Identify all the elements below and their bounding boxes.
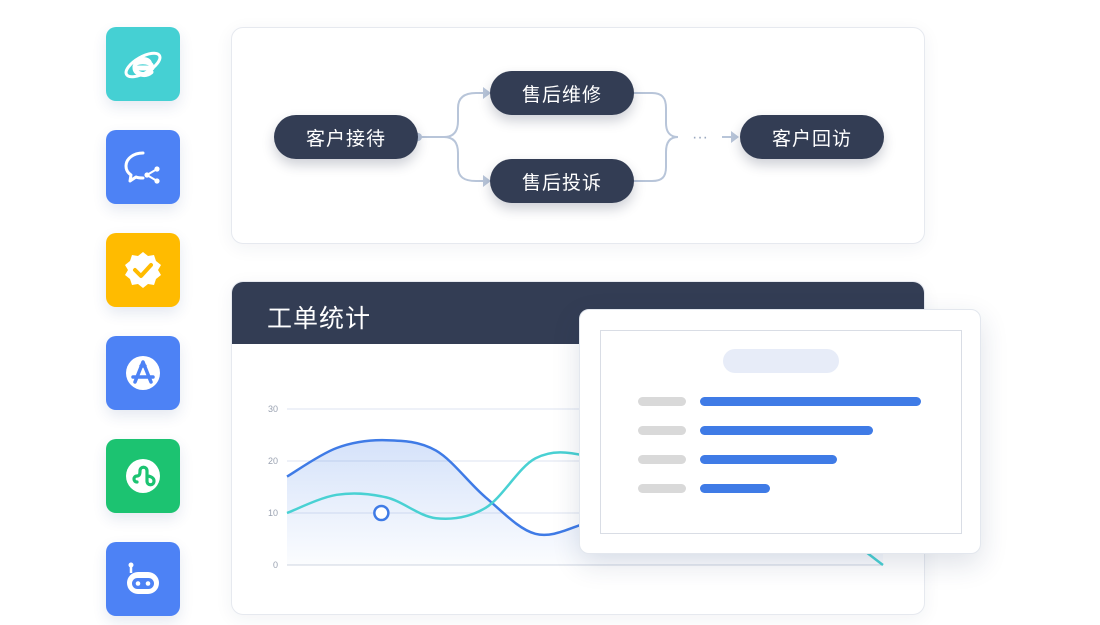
- y-tick-label: 20: [268, 456, 278, 466]
- connector-bottom-out: [634, 136, 679, 182]
- connector-start-top: [418, 92, 484, 138]
- arrow-bottom: [483, 175, 491, 187]
- popup-title-placeholder: [723, 349, 839, 373]
- popup-row-label-placeholder: [638, 455, 686, 464]
- robot-icon: [127, 562, 159, 594]
- popup-row-bar: [700, 397, 921, 406]
- chat-share-tile[interactable]: [106, 130, 180, 204]
- popup-row-bar: [700, 484, 770, 493]
- data-point-marker[interactable]: [373, 504, 390, 522]
- connector-start-bottom: [418, 136, 484, 182]
- arrow-top: [483, 87, 491, 99]
- stats-title: 工单统计: [267, 305, 372, 333]
- mini-program-icon: [126, 459, 160, 493]
- flow-node-bottom[interactable]: 售后投诉: [490, 159, 634, 203]
- connector-top-out: [634, 92, 679, 138]
- y-tick-label: 10: [268, 508, 278, 518]
- flow-ellipsis: ···: [692, 129, 708, 146]
- chat-share-icon: [124, 151, 160, 184]
- flow-node-top[interactable]: 售后维修: [490, 71, 634, 115]
- mini-program-tile[interactable]: [106, 439, 180, 513]
- ie-browser-tile[interactable]: [106, 27, 180, 101]
- popup-row-label-placeholder: [638, 397, 686, 406]
- popup-row-label-placeholder: [638, 484, 686, 493]
- app-store-tile[interactable]: [106, 336, 180, 410]
- y-tick-label: 0: [273, 560, 278, 570]
- popup-row-bar: [700, 426, 873, 435]
- ie-browser-icon: [124, 51, 162, 79]
- detail-popup-frame: [600, 330, 962, 534]
- robot-tile[interactable]: [106, 542, 180, 616]
- popup-row-label-placeholder: [638, 426, 686, 435]
- popup-row-bar: [700, 455, 837, 464]
- arrow-end: [731, 131, 739, 143]
- flow-node-start[interactable]: 客户接待: [274, 115, 418, 159]
- verified-badge-icon: [125, 252, 161, 288]
- workflow-card: ··· 客户接待 售后维修 售后投诉 客户回访: [231, 27, 925, 244]
- flow-connectors: ···: [414, 87, 739, 187]
- detail-popup: [579, 309, 981, 554]
- app-store-icon: [126, 356, 160, 390]
- flow-node-end[interactable]: 客户回访: [740, 115, 884, 159]
- verified-badge-tile[interactable]: [106, 233, 180, 307]
- y-tick-label: 30: [268, 404, 278, 414]
